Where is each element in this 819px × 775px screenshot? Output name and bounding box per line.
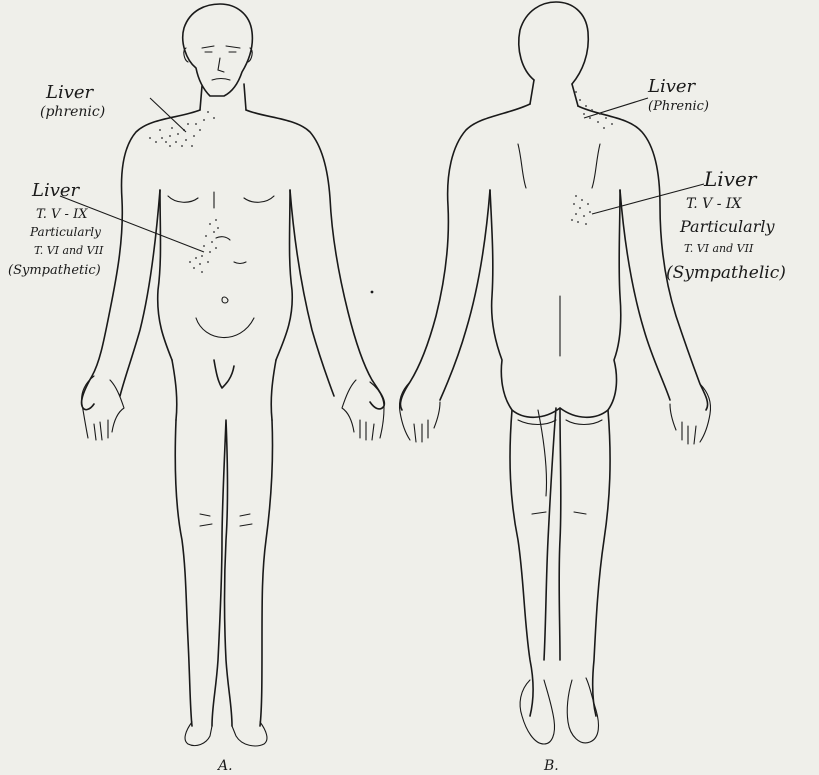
back-sympathetic-label: Liver T. V - IX Particularly T. VI and V… [666, 167, 786, 283]
front-sympathetic-label-line5: (Sympathetic) [8, 263, 101, 278]
back-head [519, 2, 589, 84]
front-sympathetic-label-line3: Particularly [29, 225, 101, 239]
back-phrenic-leader [584, 98, 648, 118]
front-sympathetic-label-line4: T. VI and VII [34, 244, 104, 257]
back-phrenic-label-line1: Liver [647, 76, 697, 97]
figure-b-caption: B. [543, 758, 559, 774]
front-torso-outline [81, 110, 384, 410]
front-head [183, 4, 253, 96]
figure-a-caption: A. [216, 758, 233, 774]
front-face [184, 46, 252, 80]
front-neck [200, 84, 246, 110]
back-neck [530, 80, 578, 106]
front-inner-arms [120, 190, 334, 396]
front-phrenic-label-line2: (phrenic) [40, 104, 105, 120]
back-sympathetic-label-line2: T. V - IX [686, 196, 742, 212]
back-sympathetic-label-line1: Liver [703, 167, 758, 191]
back-legs [510, 408, 610, 716]
front-feet [185, 722, 267, 746]
front-sympathetic-label-line1: Liver [31, 180, 81, 201]
front-knees [200, 514, 252, 526]
stray-dot [371, 291, 374, 294]
back-left-hand [399, 382, 440, 442]
back-knees [532, 410, 586, 514]
front-phrenic-label: Liver (phrenic) [40, 82, 105, 120]
front-phrenic-label-line1: Liver [45, 82, 95, 103]
front-pelvis [172, 360, 276, 420]
back-sympathetic-label-line3: Particularly [679, 217, 775, 236]
front-sympathetic-label-line2: T. V - IX [36, 207, 88, 222]
front-trunk [158, 190, 293, 360]
front-legs [175, 420, 272, 726]
back-details [518, 144, 602, 425]
back-phrenic-label-line2: (Phrenic) [648, 99, 709, 114]
front-left-hand [82, 376, 124, 440]
back-sympathetic-stipple [571, 195, 591, 225]
back-phrenic-label: Liver (Phrenic) [647, 76, 709, 114]
back-sympathetic-label-line5: (Sympathelic) [666, 263, 786, 283]
front-right-hand [342, 380, 384, 440]
back-trunk [490, 190, 621, 417]
front-sympathetic-label: Liver T. V - IX Particularly T. VI and V… [8, 180, 104, 278]
back-inner-arms [440, 190, 670, 400]
front-phrenic-stipple [149, 111, 215, 147]
back-sympathetic-label-line4: T. VI and VII [684, 242, 754, 255]
back-torso-outline [400, 104, 707, 410]
figure-a-front-body [81, 4, 384, 746]
back-phrenic-stipple [575, 91, 613, 129]
front-chest-details [168, 192, 274, 338]
front-sympathetic-stipple [189, 219, 219, 273]
